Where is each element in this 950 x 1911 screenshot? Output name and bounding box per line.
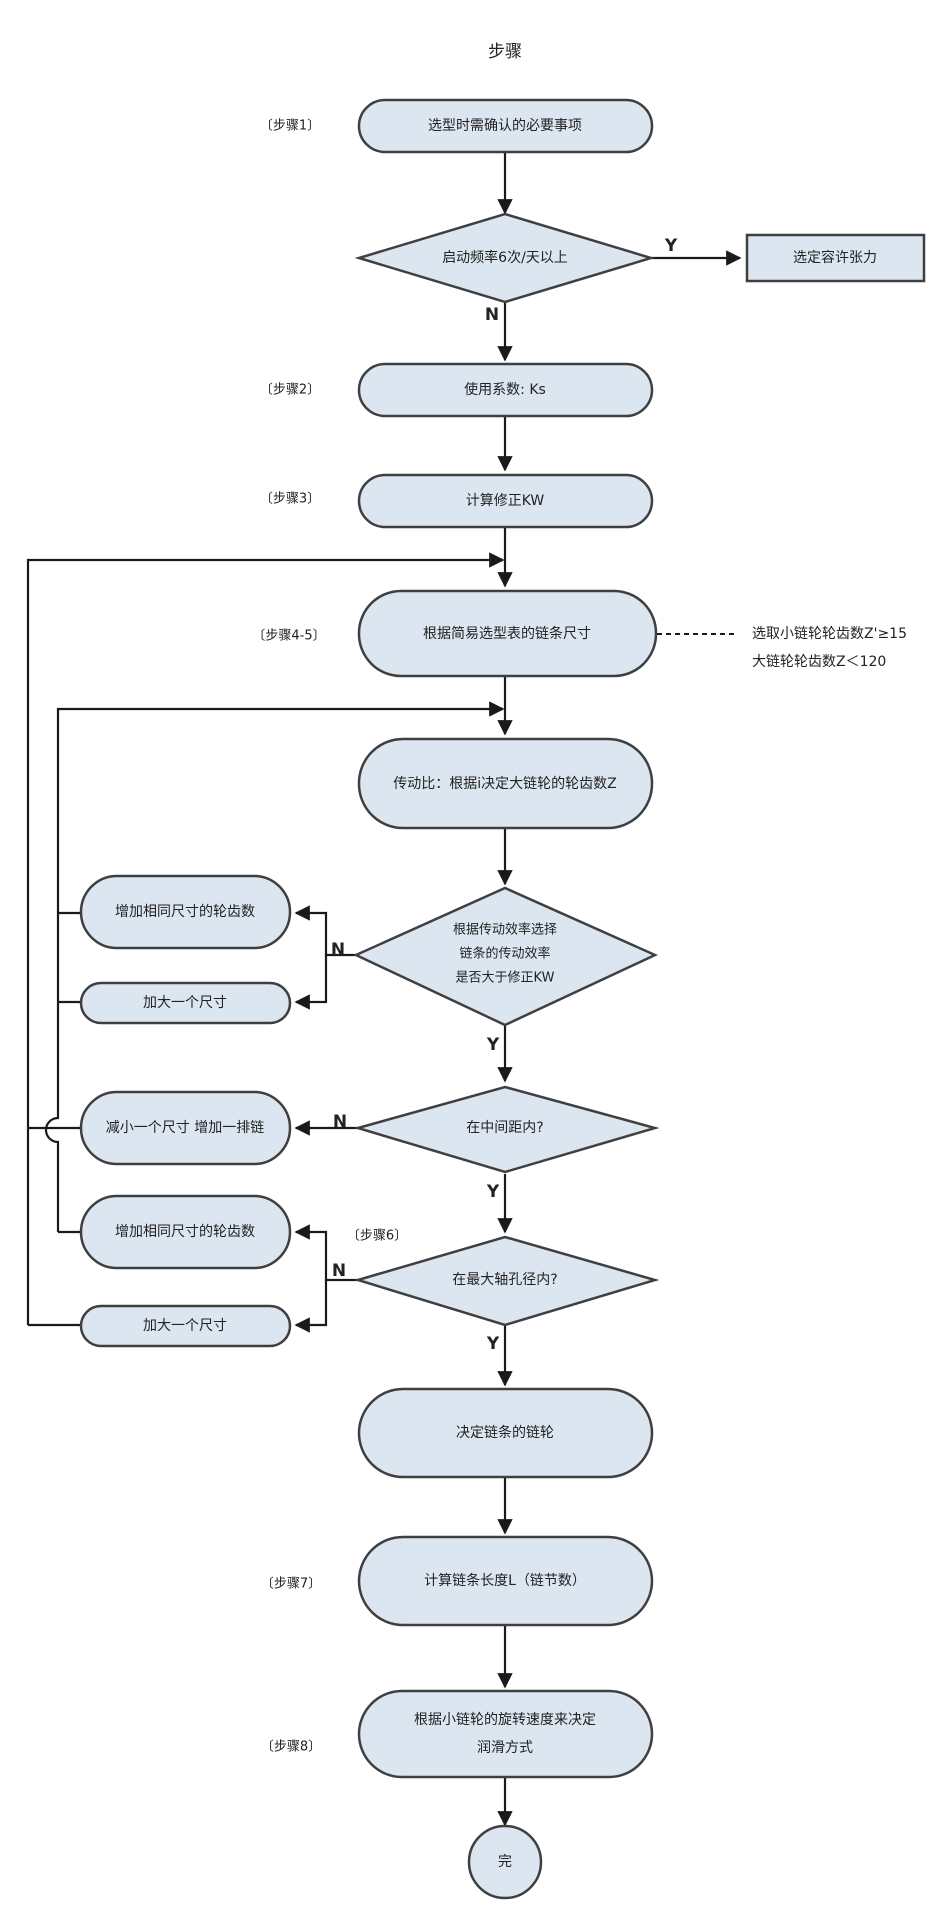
node-bigger-a-label: 加大一个尺寸	[143, 995, 227, 1011]
step-label-7: 〔步骤7〕	[261, 1577, 321, 1592]
node-reduce-label: 减小一个尺寸 增加一排链	[106, 1120, 264, 1136]
step-label-2: 〔步骤2〕	[260, 383, 320, 398]
node-end-label: 完	[498, 1854, 512, 1870]
node-teeth-b-label: 增加相同尺寸的轮齿数	[115, 1224, 255, 1240]
node-eff-line3: 是否大于修正KW	[456, 971, 555, 986]
node-freq-label: 启动频率6次/天以上	[442, 249, 568, 266]
node-lube	[357, 1689, 654, 1779]
node-ks-label: 使用系数: Ks	[464, 381, 546, 398]
branch-freq-no: N	[485, 305, 499, 325]
node-teeth-a-label: 增加相同尺寸的轮齿数	[115, 904, 255, 920]
loop-outer-vertical	[26, 558, 503, 1325]
node-tension	[745, 233, 926, 283]
node-freq-decision	[354, 212, 656, 304]
branch-eff-yes: Y	[486, 1035, 500, 1055]
node-lube-line2: 润滑方式	[477, 1739, 533, 1756]
node-eff-decision	[353, 886, 659, 1027]
node-decide	[357, 1387, 654, 1479]
node-tension-label: 选定容许张力	[793, 249, 877, 266]
node-center-decision	[353, 1085, 660, 1174]
node-length-label: 计算链条长度L（链节数）	[424, 1572, 586, 1589]
node-ratio	[357, 737, 654, 830]
node-ratio-label: 传动比：根据i决定大链轮的轮齿数Z	[393, 776, 616, 792]
node-size	[357, 589, 658, 678]
branch-center-yes: Y	[486, 1182, 500, 1202]
node-reduce	[79, 1090, 292, 1166]
note-line-2: 大链轮轮齿数Z＜120	[752, 654, 886, 670]
arrow-bore-bigger-b	[294, 1280, 328, 1333]
node-lube-line1: 根据小链轮的旋转速度来决定	[414, 1712, 596, 1728]
node-length	[357, 1535, 654, 1627]
branch-eff-no: N	[331, 940, 345, 960]
node-eff-line1: 根据传动效率选择	[453, 922, 557, 938]
step-label-4-5: 〔步骤4-5〕	[252, 629, 325, 644]
branch-center-no: N	[333, 1112, 347, 1132]
node-bigger-a	[79, 981, 292, 1025]
note-line-1: 选取小链轮轮齿数Z'≥15	[752, 626, 907, 642]
node-kw	[357, 473, 654, 529]
arrow-eff-bigger-a	[294, 955, 328, 1010]
node-size-label: 根据简易选型表的链条尺寸	[423, 625, 591, 642]
node-kw-label: 计算修正KW	[466, 493, 545, 509]
step-label-3: 〔步骤3〕	[260, 492, 320, 507]
arrow-bore-teeth-b	[294, 1224, 358, 1282]
branch-freq-yes: Y	[664, 236, 678, 256]
branch-bore-yes: Y	[486, 1334, 500, 1354]
step-label-1: 〔步骤1〕	[260, 119, 320, 134]
node-teeth-a	[79, 874, 292, 950]
branch-bore-no: N	[332, 1261, 346, 1281]
node-decide-label: 决定链条的链轮	[456, 1424, 554, 1441]
node-eff-line2: 链条的传动效率	[459, 946, 550, 962]
node-confirm-label: 选型时需确认的必要事项	[428, 118, 582, 134]
node-ks	[357, 362, 654, 418]
node-bore-decision	[353, 1235, 660, 1327]
node-bigger-b-label: 加大一个尺寸	[143, 1318, 227, 1334]
arrow-eff-teeth-a	[294, 905, 356, 957]
diagram-title: 步骤	[488, 42, 522, 62]
node-bore-label: 在最大轴孔径内?	[452, 1272, 557, 1288]
node-confirm	[357, 98, 654, 154]
step-label-8: 〔步骤8〕	[261, 1740, 321, 1755]
node-teeth-b	[79, 1194, 292, 1270]
step-label-6: 〔步骤6〕	[347, 1229, 407, 1244]
node-bigger-b	[79, 1304, 292, 1348]
node-center-label: 在中间距内?	[466, 1120, 543, 1136]
node-end	[467, 1824, 543, 1900]
